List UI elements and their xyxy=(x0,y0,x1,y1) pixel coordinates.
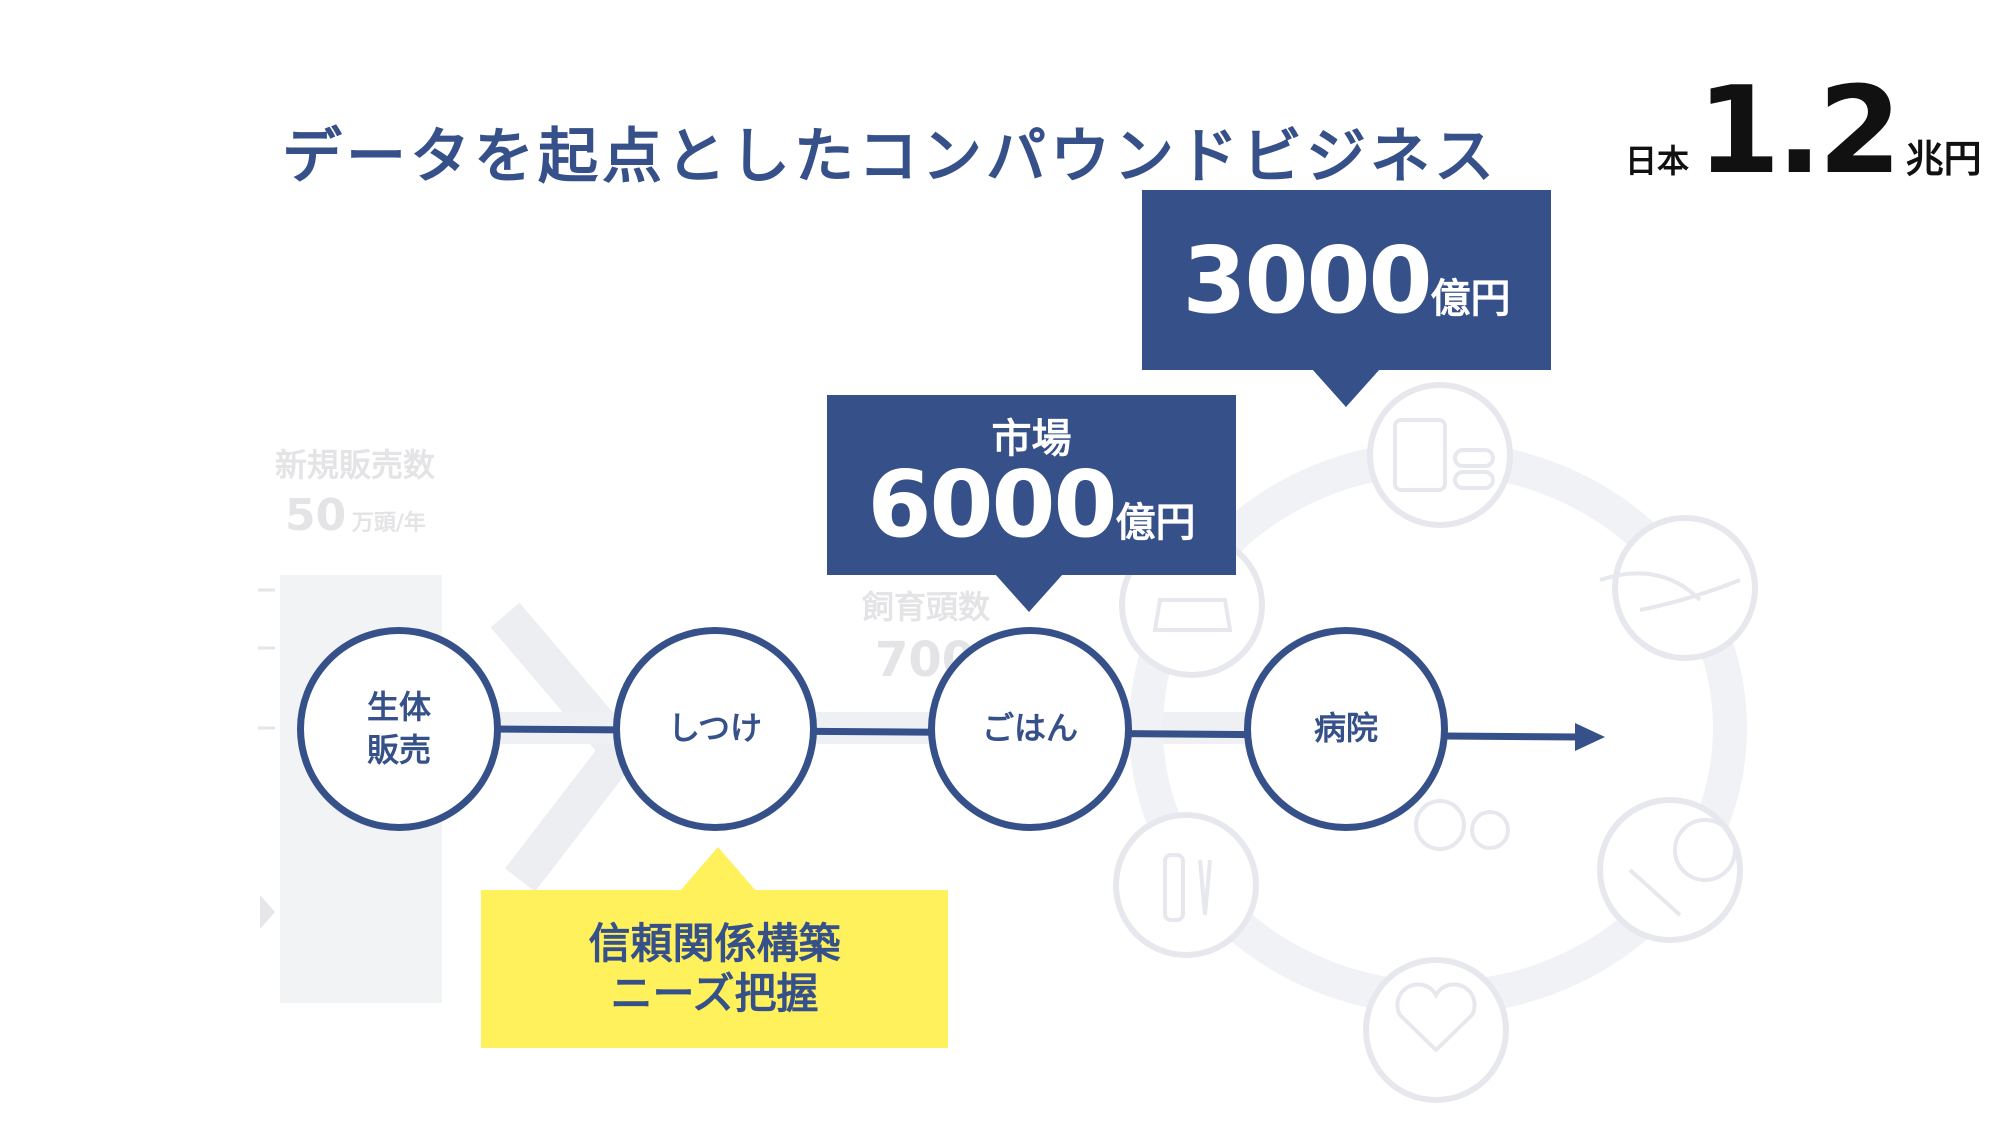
arrow-head-icon xyxy=(1575,723,1605,751)
node-hospital: 病院 xyxy=(1244,627,1448,831)
node-label: 販売 xyxy=(366,731,431,769)
node-label: 病院 xyxy=(1313,709,1378,748)
callout-6000-unit: 億円 xyxy=(1115,500,1196,546)
toy-ball-bone-icon xyxy=(1597,797,1743,943)
node-label: ごはん xyxy=(981,709,1078,748)
faded-new-sales-unit: 万頭/年 xyxy=(351,511,426,536)
callout-3000-value: 3000 xyxy=(1182,226,1432,334)
yellow-box-pointer xyxy=(680,847,756,891)
callout-6000-pointer xyxy=(995,574,1063,612)
market-total-value: 1.2 xyxy=(1697,62,1902,201)
callout-3000-pointer xyxy=(1312,369,1380,407)
callout-6000-value: 6000 xyxy=(867,451,1117,558)
node-label: 生体 xyxy=(366,687,431,726)
faded-owned-label: 飼育頭数 xyxy=(862,588,991,626)
callout-6000-label: 市場 xyxy=(991,416,1072,462)
trust-needs-box: 信頼関係構築 ニーズ把握 xyxy=(481,890,948,1048)
trust-label: 信頼関係構築 xyxy=(588,918,841,968)
market-total-unit: 兆円 xyxy=(1905,137,1982,181)
node-label: しつけ xyxy=(667,709,763,748)
faded-new-sales-value: 50 xyxy=(285,490,347,541)
market-total-prefix: 日本 xyxy=(1625,142,1690,180)
faded-new-sales-label: 新規販売数 xyxy=(275,446,436,484)
faded-new-sales: 50 万頭/年 xyxy=(285,490,426,541)
node-food: ごはん xyxy=(928,627,1132,831)
node-live-sales: 生体販売 xyxy=(297,627,501,831)
callout-3000-unit: 億円 xyxy=(1430,276,1511,322)
page-title: データを起点としたコンパウンドビジネス xyxy=(282,122,1498,192)
grooming-icon xyxy=(1113,812,1259,958)
needs-label: ニーズ把握 xyxy=(610,969,819,1018)
callout-6000: 市場 6000億円 xyxy=(827,395,1236,575)
node-training: しつけ xyxy=(613,627,817,831)
